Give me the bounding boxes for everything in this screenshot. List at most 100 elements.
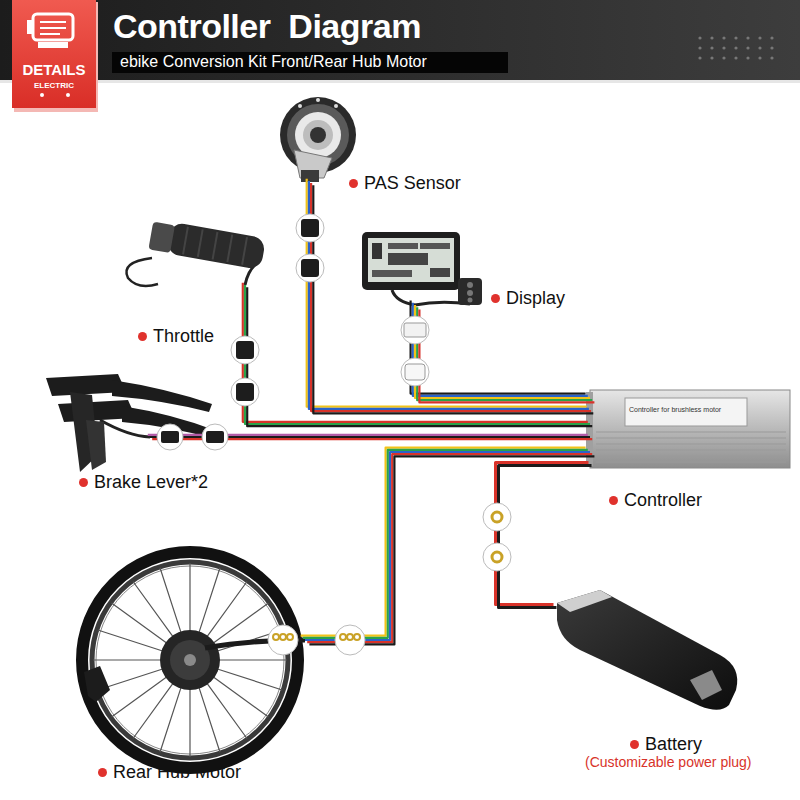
part-label: Rear Hub Motor xyxy=(98,762,241,783)
display-illustration xyxy=(372,243,382,259)
brake-plug xyxy=(206,431,224,443)
brake-plug xyxy=(161,431,179,443)
subtitle-text: ebike Conversion Kit Front/Rear Hub Moto… xyxy=(120,53,427,71)
dot-pattern xyxy=(770,46,773,49)
motor-plug xyxy=(268,625,298,655)
battery-ring-terminal xyxy=(492,512,502,522)
dot-pattern xyxy=(722,56,725,59)
dot-pattern xyxy=(710,36,713,39)
component-box: Throttle xyxy=(130,210,268,285)
dot-pattern xyxy=(710,56,713,59)
header-band xyxy=(0,0,800,83)
pas-plug xyxy=(296,214,324,282)
motor-plug xyxy=(354,634,360,640)
controller-illustration xyxy=(590,390,790,468)
throttle-illustration xyxy=(148,222,175,253)
battery-illustration xyxy=(557,590,737,710)
controller-illustration xyxy=(596,443,786,444)
pas-sensor-illustration xyxy=(316,98,320,102)
dot-pattern xyxy=(746,56,749,59)
pas-plug xyxy=(301,219,319,237)
brake-lever-illustration xyxy=(46,374,214,472)
throttle-illustration xyxy=(227,235,232,263)
display-plug xyxy=(401,316,429,344)
battery-ring-terminal xyxy=(492,552,502,562)
display-plug xyxy=(401,358,429,386)
dot-pattern xyxy=(734,36,737,39)
battery-ring-terminal xyxy=(483,543,511,571)
hub-motor-illustration xyxy=(82,552,305,768)
brake-plug xyxy=(157,424,183,450)
controller-illustration xyxy=(596,432,786,462)
dot-pattern xyxy=(758,46,761,49)
pas-sensor-illustration xyxy=(295,112,341,158)
pas-plug xyxy=(301,259,319,277)
component-box: Battery(Customizable power plug) xyxy=(555,588,735,710)
brake-lever-illustration xyxy=(86,420,106,470)
brake-plug xyxy=(202,424,228,450)
dot-pattern xyxy=(722,46,725,49)
dot-pattern xyxy=(698,36,701,39)
display-illustration xyxy=(468,298,473,303)
throttle-illustration xyxy=(148,219,266,270)
part-note: Controller for brushless motor xyxy=(629,406,721,414)
pas-plug xyxy=(296,214,324,242)
header-band xyxy=(0,80,800,83)
wire-bundle xyxy=(301,448,595,645)
controller-illustration xyxy=(625,398,747,426)
wire-strand xyxy=(313,185,593,413)
display-illustration xyxy=(362,232,482,305)
motor-plug xyxy=(268,625,365,655)
wire-bundle xyxy=(307,179,594,414)
part-label: Display xyxy=(491,288,565,309)
component-box: Brake Lever*2 xyxy=(40,368,150,475)
wire-strand xyxy=(309,181,589,409)
dot-pattern xyxy=(758,56,761,59)
wire-strand xyxy=(247,287,592,426)
display-illustration xyxy=(458,278,482,305)
display-plug xyxy=(401,316,429,386)
wire-strand xyxy=(499,466,592,608)
logo-badge xyxy=(12,0,96,108)
page-title: Controller Diagram xyxy=(113,8,421,45)
wire-strand xyxy=(307,454,592,642)
throttle-plug xyxy=(231,336,259,406)
wire-strand xyxy=(413,303,588,396)
dot-pattern xyxy=(698,56,701,59)
logo-badge xyxy=(12,0,98,112)
wire-bundle xyxy=(243,283,592,426)
throttle-illustration xyxy=(126,219,266,286)
controller-illustration xyxy=(586,390,790,468)
throttle-plug xyxy=(236,341,254,359)
hub-motor-illustration xyxy=(82,552,298,768)
wire-strand xyxy=(243,283,588,422)
dot-pattern xyxy=(746,36,749,39)
hub-motor-illustration xyxy=(160,630,220,690)
hub-motor-illustration xyxy=(170,640,210,680)
motor-plug xyxy=(273,634,279,640)
wire-strand xyxy=(411,301,586,394)
header-band xyxy=(112,52,508,73)
dot-pattern xyxy=(710,46,713,49)
controller-illustration xyxy=(596,431,786,432)
logo-badge xyxy=(40,93,44,97)
header-band xyxy=(0,0,800,80)
dot-pattern xyxy=(698,46,701,49)
pas-sensor-illustration xyxy=(298,104,302,108)
controller-box: ControllerController for brushless motor xyxy=(590,388,790,470)
wire-strand xyxy=(307,179,587,407)
display-plug xyxy=(405,364,425,380)
wire-bundle xyxy=(411,301,595,403)
dot-pattern xyxy=(758,36,761,39)
logo-text: DETAILS xyxy=(12,62,96,79)
part-note: (Customizable power plug) xyxy=(585,754,752,770)
wire-bundle xyxy=(496,463,592,608)
throttle-plug xyxy=(231,378,259,406)
controller-illustration xyxy=(596,437,786,438)
pas-sensor-illustration xyxy=(310,127,326,143)
component-box: Display xyxy=(360,232,485,305)
part-label: PAS Sensor xyxy=(349,173,461,194)
logo-badge xyxy=(27,20,33,34)
dot-pattern xyxy=(698,36,773,59)
